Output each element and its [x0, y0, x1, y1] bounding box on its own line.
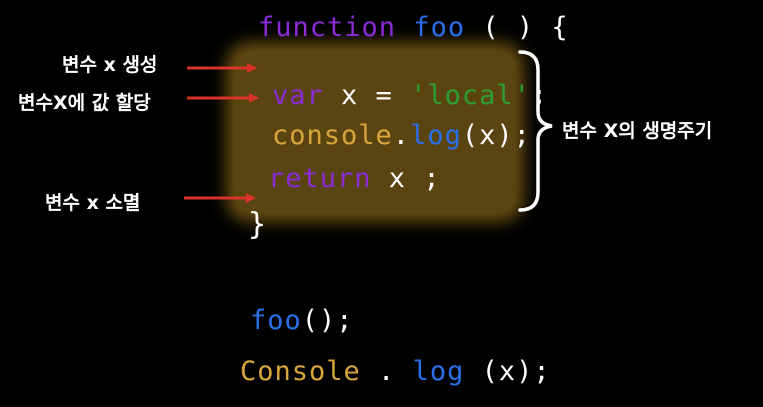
return-keyword: return — [268, 163, 372, 194]
label-variable-created: 변수 x 생성 — [62, 54, 158, 76]
foo-call-line: foo(); — [250, 305, 354, 336]
label-variable-lifecycle: 변수 X의 생명주기 — [562, 120, 713, 142]
console-log-line: console.log(x); — [272, 120, 531, 151]
outer-dot: . — [360, 356, 413, 387]
var-keyword: var — [272, 80, 324, 111]
foo-call-name: foo — [250, 305, 302, 336]
foo-call-args: (); — [301, 305, 354, 336]
label-variable-destroyed: 변수 x 소멸 — [45, 192, 141, 214]
function-keyword: function — [258, 12, 397, 43]
outer-log-method: log — [412, 356, 465, 387]
lifecycle-bracket — [518, 50, 553, 212]
dot: . — [392, 120, 411, 151]
outer-log-args: (x); — [464, 356, 551, 387]
return-line: return x ; — [268, 163, 441, 194]
close-brace: } — [248, 207, 268, 242]
variable-scope-highlight — [236, 52, 514, 212]
outer-console-object: Console — [240, 356, 361, 387]
function-parens: ( ) — [482, 12, 535, 43]
open-brace: { — [551, 12, 569, 43]
function-declaration-line: function foo ( ) { — [258, 12, 569, 43]
log-args: (x); — [461, 120, 531, 151]
return-value: x ; — [371, 163, 441, 194]
outer-console-log-line: Console . log (x); — [240, 356, 551, 387]
var-assignment: x = — [323, 80, 411, 111]
console-object: console — [272, 120, 393, 151]
function-name: foo — [413, 12, 466, 43]
log-method: log — [410, 120, 462, 151]
string-literal: 'local' — [410, 80, 531, 111]
label-value-assigned: 변수X에 값 할당 — [18, 92, 151, 114]
